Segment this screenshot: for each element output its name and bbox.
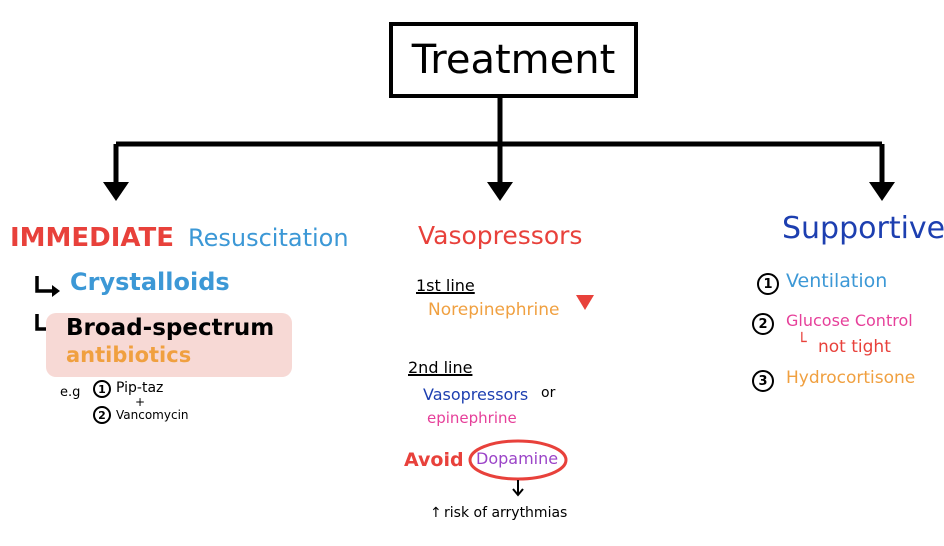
antibiotics-item: antibiotics [66,343,192,367]
right-arrowhead [869,182,895,201]
second-line-label: 2nd line [408,358,473,377]
eg-label: e.g [60,385,81,400]
pip-taz-item: Pip-taz [116,380,164,396]
first-line-label: 1st line [416,276,475,295]
glucose-control-item: Glucose Control [786,311,913,330]
dopamine-item: Dopamine [476,449,559,468]
immediate-heading: IMMEDIATE [10,223,175,253]
antibiotics-highlight [46,313,292,377]
or-label: or [541,385,556,401]
decrease-triangle [576,295,594,310]
title-box: Treatment [389,22,638,98]
epinephrine-item: epinephrine [427,409,517,427]
supportive-heading: Supportive [782,211,944,246]
resuscitation-heading: Resuscitation [188,224,349,252]
norepinephrine-item: Norepinephrine [428,300,560,320]
eg-number-2: 2 [93,406,111,424]
middle-arrowhead [487,182,513,201]
hook-arrow-crystalloids [35,276,54,293]
ventilation-item: Ventilation [786,270,888,292]
hydrocortisone-item: Hydrocortisone [786,368,916,388]
dopamine-arrow-head [512,488,524,497]
risk-text: risk of arrythmias [444,505,568,521]
supportive-number-2: 2 [752,313,774,335]
supportive-number-3: 3 [752,370,774,392]
dopamine-circle [468,439,568,481]
not-tight-item: not tight [818,337,891,357]
eg-number-1: 1 [93,380,111,398]
vasopressors-item: Vasopressors [423,385,529,404]
eg-plus: + [135,395,146,409]
risk-up-arrow: ↑ [430,505,442,521]
supportive-number-1: 1 [757,273,779,295]
crystalloids-item: Crystalloids [70,268,230,296]
left-arrowhead [103,182,129,201]
vancomycin-item: Vancomycin [116,408,189,422]
glucose-hook: └ [797,332,807,351]
avoid-label: Avoid [404,449,464,471]
vasopressors-heading: Vasopressors [418,221,583,250]
hook-arrowhead-crystalloids [52,285,60,297]
broad-spectrum-item: Broad-spectrum [66,315,275,341]
